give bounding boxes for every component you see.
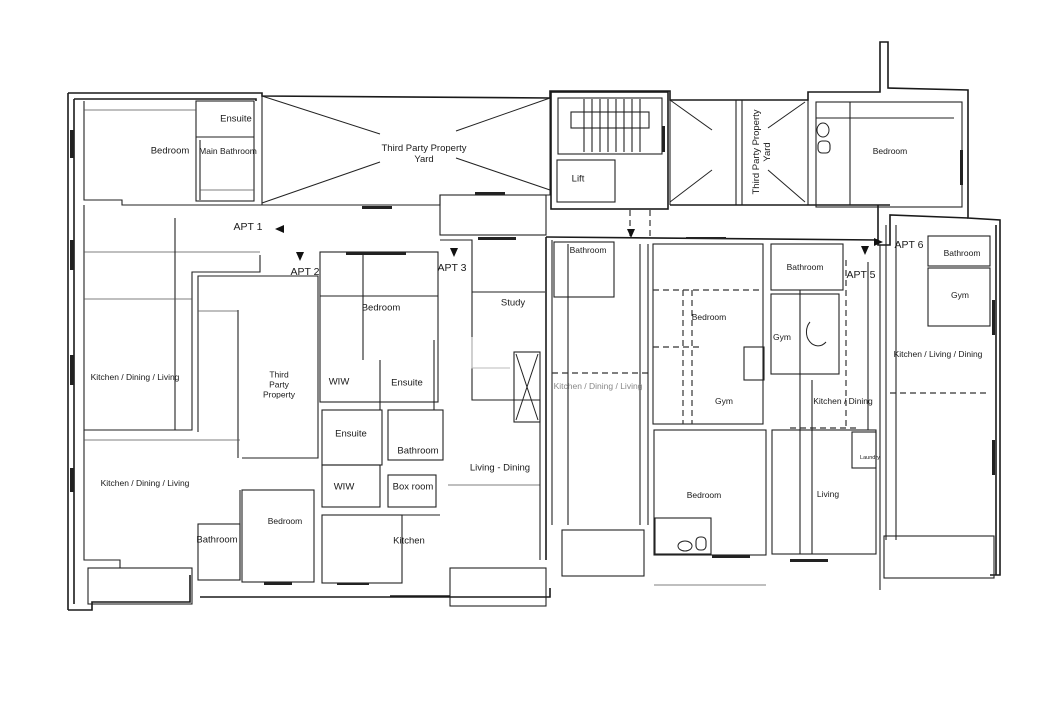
apt5-plan <box>770 243 881 590</box>
room-label-apt6-gym: Gym <box>951 290 969 301</box>
room-label-apt3-living-dining: Living - Dining <box>469 462 531 474</box>
room-label-apt5-kitchen: Kitchen / Dining <box>813 396 873 407</box>
room-label-apt3-study: Study <box>500 297 526 309</box>
room-label-third-party-property: Third Party Property <box>262 369 296 399</box>
room-label-apt5-living: Living <box>816 489 840 500</box>
room-label-apt2-bathroom: Bathroom <box>196 534 238 546</box>
outer-walls <box>67 41 1001 611</box>
apartment-label-apt6: APT 6 <box>894 238 924 251</box>
apt1-plan <box>70 205 261 431</box>
apartment-label-apt1: APT 1 <box>233 220 263 233</box>
apartment-label-apt3: APT 3 <box>437 261 467 274</box>
apt6-plan <box>883 225 997 579</box>
stair-core <box>550 91 669 210</box>
entry-arrow-apt1-icon <box>275 225 284 233</box>
entry-arrow-apt3-icon <box>450 248 458 257</box>
yard-right <box>669 99 890 206</box>
room-label-apt1-kitchen: Kitchen / Dining / Living <box>90 372 180 383</box>
room-label-apt6-bathroom: Bathroom <box>943 248 981 259</box>
top-left-bedroom-block <box>70 100 262 206</box>
room-label-apt4-bedroom: Bedroom <box>691 312 727 323</box>
top-right-bedroom-block <box>815 101 963 208</box>
room-label-apt2-kitchen: Kitchen / Dining / Living <box>100 478 190 489</box>
entry-arrow-apt4-icon <box>627 229 635 238</box>
room-label-lift: Lift <box>571 173 585 185</box>
room-label-yard-left: Third Party Property Yard <box>381 143 467 165</box>
apt2-plan <box>70 430 315 605</box>
room-label-apt4-kitchen: Kitchen / Dining / Living <box>553 381 643 392</box>
room-label-apt3-kitchen: Kitchen <box>393 535 425 547</box>
entry-arrow-apt6-icon <box>874 238 883 246</box>
room-label-apt3-boxroom: Box room <box>392 481 434 493</box>
entry-arrow-apt2-icon <box>296 252 304 261</box>
room-label-top-right-bedroom: Bedroom <box>872 146 908 157</box>
apartment-label-apt5: APT 5 <box>846 268 876 281</box>
corridor <box>439 194 969 246</box>
room-label-apt4-gym: Gym <box>715 396 733 407</box>
room-label-main-bathroom: Main Bathroom <box>199 146 257 157</box>
room-label-yard-right: Third Party Property Yard <box>751 109 773 195</box>
room-label-apt3-bathroom: Bathroom <box>397 445 439 457</box>
room-label-apt4-bathroom: Bathroom <box>569 245 607 256</box>
room-label-apt3-ensuite: Ensuite <box>391 377 423 389</box>
room-label-apt3-wiw: WIW <box>328 376 350 388</box>
room-label-top-left-bedroom: Bedroom <box>150 145 190 157</box>
room-label-apt5-gym: Gym <box>773 332 791 343</box>
room-label-top-left-ensuite: Ensuite <box>220 113 252 125</box>
third-party-property <box>197 275 319 459</box>
entry-arrow-apt5-icon <box>861 246 869 255</box>
room-label-apt4-bedroom-2: Bedroom <box>686 490 722 501</box>
room-label-apt5-bathroom: Bathroom <box>786 262 824 273</box>
room-label-apt3-ensuite-2: Ensuite <box>335 428 367 440</box>
apt4-plan <box>545 237 767 586</box>
apartment-label-apt2: APT 2 <box>290 265 320 278</box>
room-label-apt3-bedroom: Bedroom <box>361 302 401 314</box>
room-label-apt5-laundry: Laundry <box>860 454 880 461</box>
apt3-balcony <box>390 567 547 607</box>
apt3-plan <box>319 239 545 585</box>
room-label-apt6-kitchen: Kitchen / Living / Dining <box>893 349 983 360</box>
room-label-apt3-wiw-2: WIW <box>333 481 355 493</box>
room-label-apt2-bedroom: Bedroom <box>267 516 303 527</box>
